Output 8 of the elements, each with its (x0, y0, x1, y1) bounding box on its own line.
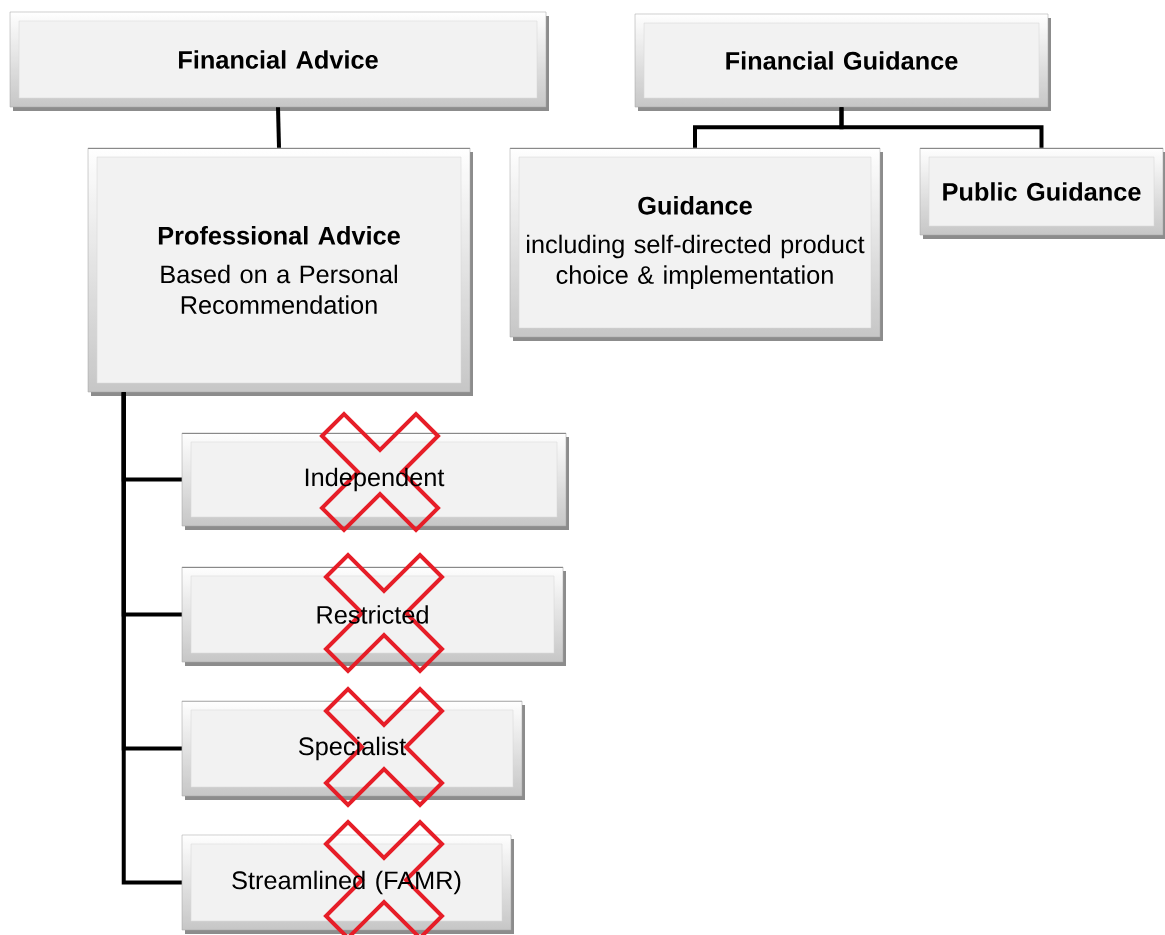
box: Financial Guidance (634, 13, 1051, 111)
box: Guidance including self-directed product choice & implementation (509, 147, 883, 341)
connector-line (121, 392, 182, 885)
connector-line (839, 107, 1044, 148)
connector-line (276, 107, 281, 148)
box: Professional Advice Based on a Personal Recommendation (87, 147, 473, 396)
box: Financial Advice (9, 11, 549, 111)
box: Public Guidance (919, 147, 1165, 239)
